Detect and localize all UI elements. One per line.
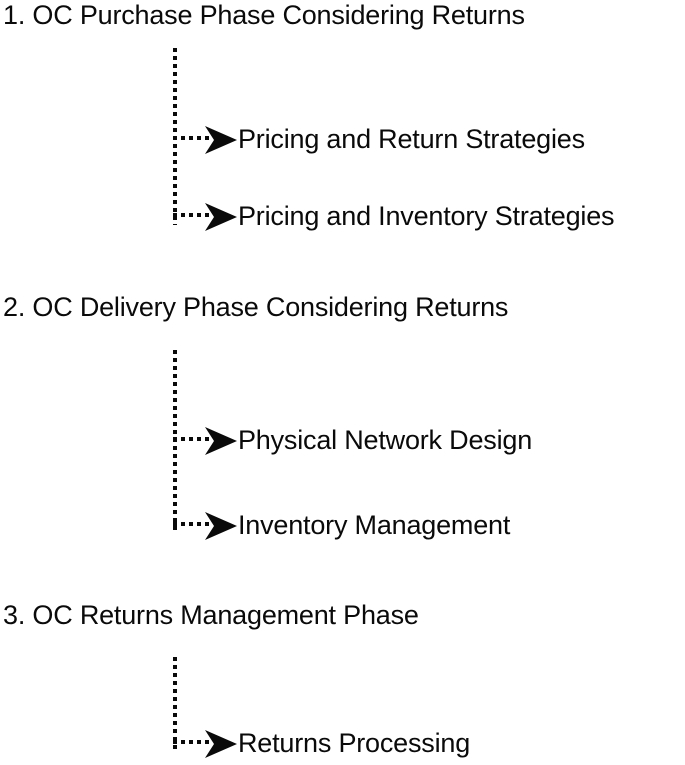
connector-branch-1-1 xyxy=(173,136,209,140)
arrow-icon xyxy=(203,509,239,543)
phase-title-2: 2. OC Delivery Phase Considering Returns xyxy=(3,292,509,322)
arrow-icon xyxy=(203,424,239,458)
connector-trunk-2 xyxy=(173,350,177,534)
connector-branch-1-2 xyxy=(173,213,209,217)
connector-branch-2-1 xyxy=(173,437,209,441)
arrow-icon xyxy=(203,727,239,761)
phase-item-1-2: Pricing and Inventory Strategies xyxy=(238,201,615,231)
phase-item-1-1: Pricing and Return Strategies xyxy=(238,124,585,154)
connector-trunk-3 xyxy=(173,657,177,752)
phase-item-2-1: Physical Network Design xyxy=(238,425,533,455)
phase-item-3-1: Returns Processing xyxy=(238,728,471,758)
connector-branch-2-2 xyxy=(173,522,209,526)
connector-branch-3-1 xyxy=(173,740,209,744)
phase-title-3: 3. OC Returns Management Phase xyxy=(3,600,419,630)
arrow-icon xyxy=(203,123,239,157)
phase-title-1: 1. OC Purchase Phase Considering Returns xyxy=(3,0,525,30)
arrow-icon xyxy=(203,200,239,234)
phase-item-2-2: Inventory Management xyxy=(238,510,511,540)
